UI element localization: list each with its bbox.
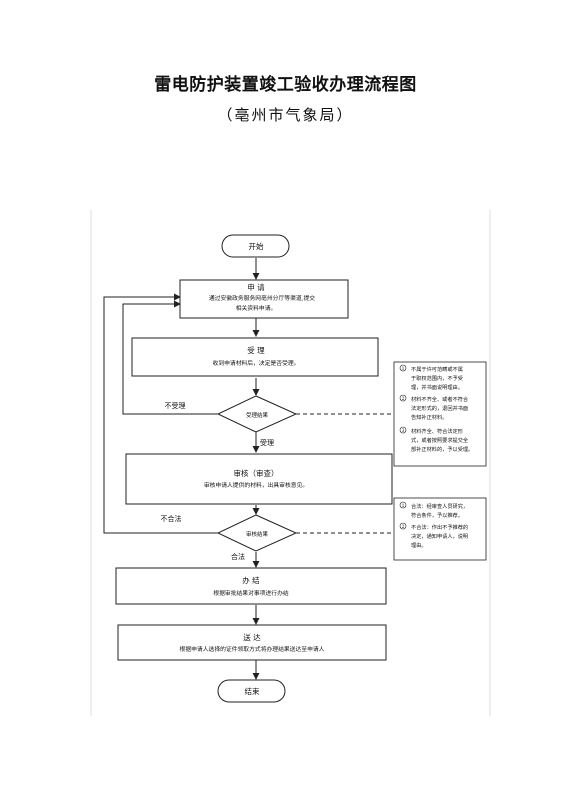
accept-notes: 1 不属于许可范畴或不属 于职权范围内，不予受 理，并书面说明理由。 2 材料不… xyxy=(399,364,473,453)
loop-not-accepted xyxy=(122,300,218,415)
note-number-circle xyxy=(399,364,407,372)
accept-desc: 收到申请材料后，决定是否受理。 xyxy=(213,359,300,367)
note-number: 2 xyxy=(402,524,405,530)
note-line: 告知补正材料。 xyxy=(411,413,447,421)
apply-desc-line2: 相关资料申请。 xyxy=(236,304,277,312)
start-node xyxy=(221,234,290,258)
not-accepted-label: 不受理 xyxy=(165,401,186,410)
review-box xyxy=(125,453,393,505)
note-line: 理，并书面说明理由。 xyxy=(411,383,463,391)
review-decision-diamond xyxy=(216,514,298,552)
accept-notes-box xyxy=(393,361,487,467)
apply-title: 申 请 xyxy=(247,282,265,292)
note-number-circle xyxy=(399,501,407,509)
note-number-circle xyxy=(399,522,407,530)
note-line: 部补正材料的，予以受理。 xyxy=(411,445,473,453)
note-line: 不合法：作出不予推荐的 xyxy=(411,523,468,531)
note-number: 1 xyxy=(402,366,405,372)
deliver-title: 送 达 xyxy=(243,632,261,642)
note-line: 符合条件，予以推荐。 xyxy=(411,511,463,519)
note-line: 材料不齐全、或者不符合 xyxy=(411,395,469,403)
review-notes: 1 合法：经审查人员研究， 符合条件，予以推荐。 2 不合法：作出不予推荐的 决… xyxy=(399,501,468,549)
note-line: 理由。 xyxy=(411,541,427,549)
handle-box xyxy=(115,567,387,605)
note-line: 决定，通知申请人，说明 xyxy=(411,532,468,540)
note-number: 3 xyxy=(402,428,405,434)
start-label: 开始 xyxy=(249,241,264,251)
end-node xyxy=(217,679,286,703)
review-title: 审核（审查） xyxy=(234,468,279,478)
qualified-label: 合法 xyxy=(231,552,245,561)
end-label: 结束 xyxy=(245,686,260,696)
note-line: 合法：经审查人员研究， xyxy=(411,502,468,510)
accept-decision-label: 受理结果 xyxy=(246,411,269,419)
handle-desc: 根据审批结果对事项进行办结 xyxy=(213,589,289,597)
note-number: 2 xyxy=(402,396,405,402)
connectors xyxy=(103,258,394,680)
accepted-label: 受理 xyxy=(260,438,274,447)
review-decision-label: 审核结果 xyxy=(246,530,269,538)
loop-not-qualified xyxy=(103,293,218,534)
review-notes-box xyxy=(393,497,487,561)
note-number-circle xyxy=(399,394,407,402)
note-line: 材料齐全、符合法定形 xyxy=(411,427,464,435)
page-title: 雷电防护装置竣工验收办理流程图 xyxy=(154,75,417,95)
apply-desc-line1: 通过安徽政务服务网亳州分厅等渠道,提交 xyxy=(209,294,315,302)
review-desc: 审核申请人提供的材料，出具审核意见。 xyxy=(204,481,308,489)
accept-decision-diamond xyxy=(216,395,298,433)
handle-title: 办 结 xyxy=(242,575,260,585)
not-qualified-label: 不合法 xyxy=(161,514,182,523)
apply-box xyxy=(179,279,349,319)
deliver-box xyxy=(117,624,387,661)
note-number-circle xyxy=(399,426,407,434)
note-number: 1 xyxy=(402,503,405,509)
note-line: 式，或者按照要求提交全 xyxy=(411,436,469,444)
accept-title: 受 理 xyxy=(247,345,265,355)
accept-box xyxy=(131,337,379,377)
note-line: 于职权范围内，不予受 xyxy=(411,374,463,382)
note-line: 法定形式的，退回并书面 xyxy=(411,404,468,412)
page-subtitle: （亳州市气象局） xyxy=(217,106,354,124)
note-line: 不属于许可范畴或不属 xyxy=(411,365,463,373)
deliver-desc: 根据申请人选择的证件领取方式将办理结果送达至申请人 xyxy=(180,645,325,653)
